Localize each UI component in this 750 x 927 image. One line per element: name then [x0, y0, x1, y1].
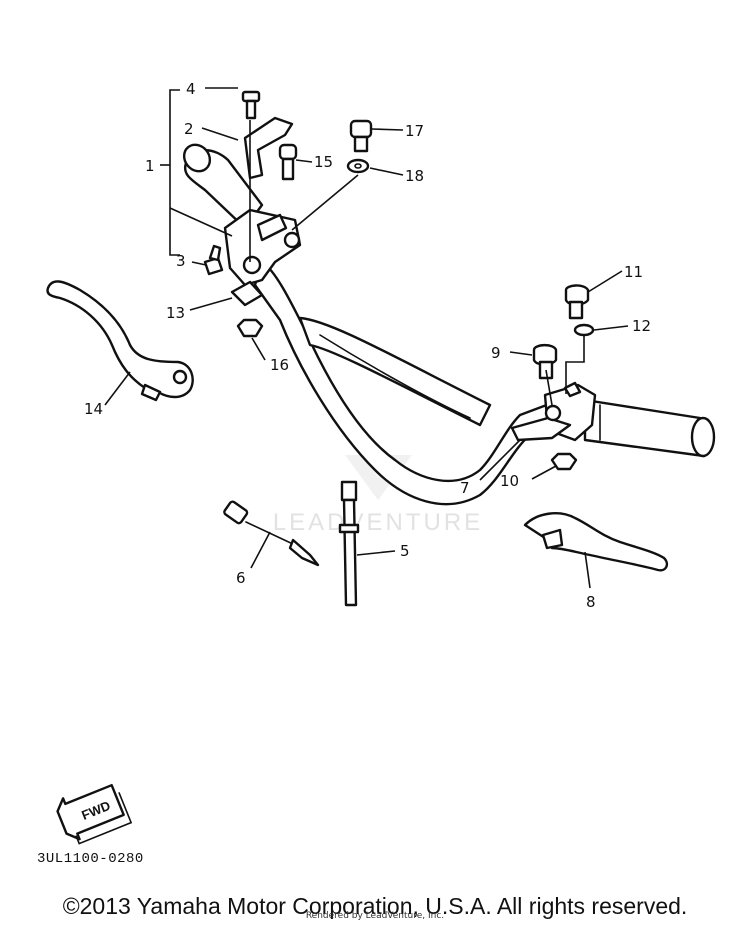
copyright-notice: ©2013 Yamaha Motor Corporation, U.S.A. A… [62, 893, 688, 919]
callout-17: 17 [405, 122, 424, 140]
rendered-by: Rendered by LeadVenture, Inc. [305, 911, 445, 921]
callout-8: 8 [586, 593, 596, 611]
parts-diagram: LEADVENTURE [37, 80, 716, 867]
watermark-text: LEADVENTURE [273, 509, 483, 536]
leader-lines [104, 87, 629, 589]
bolt-part-9 [532, 343, 558, 380]
left-lever-holder [223, 208, 302, 307]
callout-6: 6 [236, 569, 246, 587]
bolt-part-17 [349, 119, 373, 153]
callout-16: 16 [270, 356, 289, 374]
nut-part-10 [550, 452, 578, 471]
callout-9: 9 [491, 344, 501, 362]
callout-3: 3 [176, 252, 186, 270]
fwd-arrow: FWD [56, 783, 133, 845]
bolt-part-15 [278, 143, 298, 181]
callout-2: 2 [184, 120, 194, 138]
callout-4: 4 [186, 80, 196, 98]
callout-7: 7 [460, 479, 470, 497]
throttle-cable [223, 500, 320, 567]
hot-starter-lever [243, 116, 294, 180]
callout-18: 18 [405, 167, 424, 185]
right-lever-holder [510, 381, 597, 442]
callout-12: 12 [632, 317, 651, 335]
handlebar [253, 260, 567, 506]
callout-5: 5 [400, 542, 410, 560]
nut-part-16 [236, 318, 264, 338]
bolt-part-11 [564, 284, 590, 320]
washer-part-12 [573, 323, 595, 337]
callout-13: 13 [166, 304, 185, 322]
callout-labels: 4 2 1 3 15 17 18 13 16 14 11 12 9 10 7 6… [84, 80, 651, 611]
brake-lever [523, 512, 669, 572]
callout-10: 10 [500, 472, 519, 490]
bolt-part-3 [203, 244, 224, 276]
right-grip [583, 398, 716, 458]
callout-15: 15 [314, 153, 333, 171]
washer-part-18 [346, 158, 370, 174]
callout-1: 1 [145, 157, 155, 175]
left-grip [182, 143, 264, 230]
diagram-code: 3UL1100-0280 [37, 851, 144, 867]
clutch-lever [46, 280, 194, 402]
bolt-part-4 [241, 90, 261, 120]
cable-tie [338, 480, 360, 607]
callout-14: 14 [84, 400, 103, 418]
callout-11: 11 [624, 263, 643, 281]
